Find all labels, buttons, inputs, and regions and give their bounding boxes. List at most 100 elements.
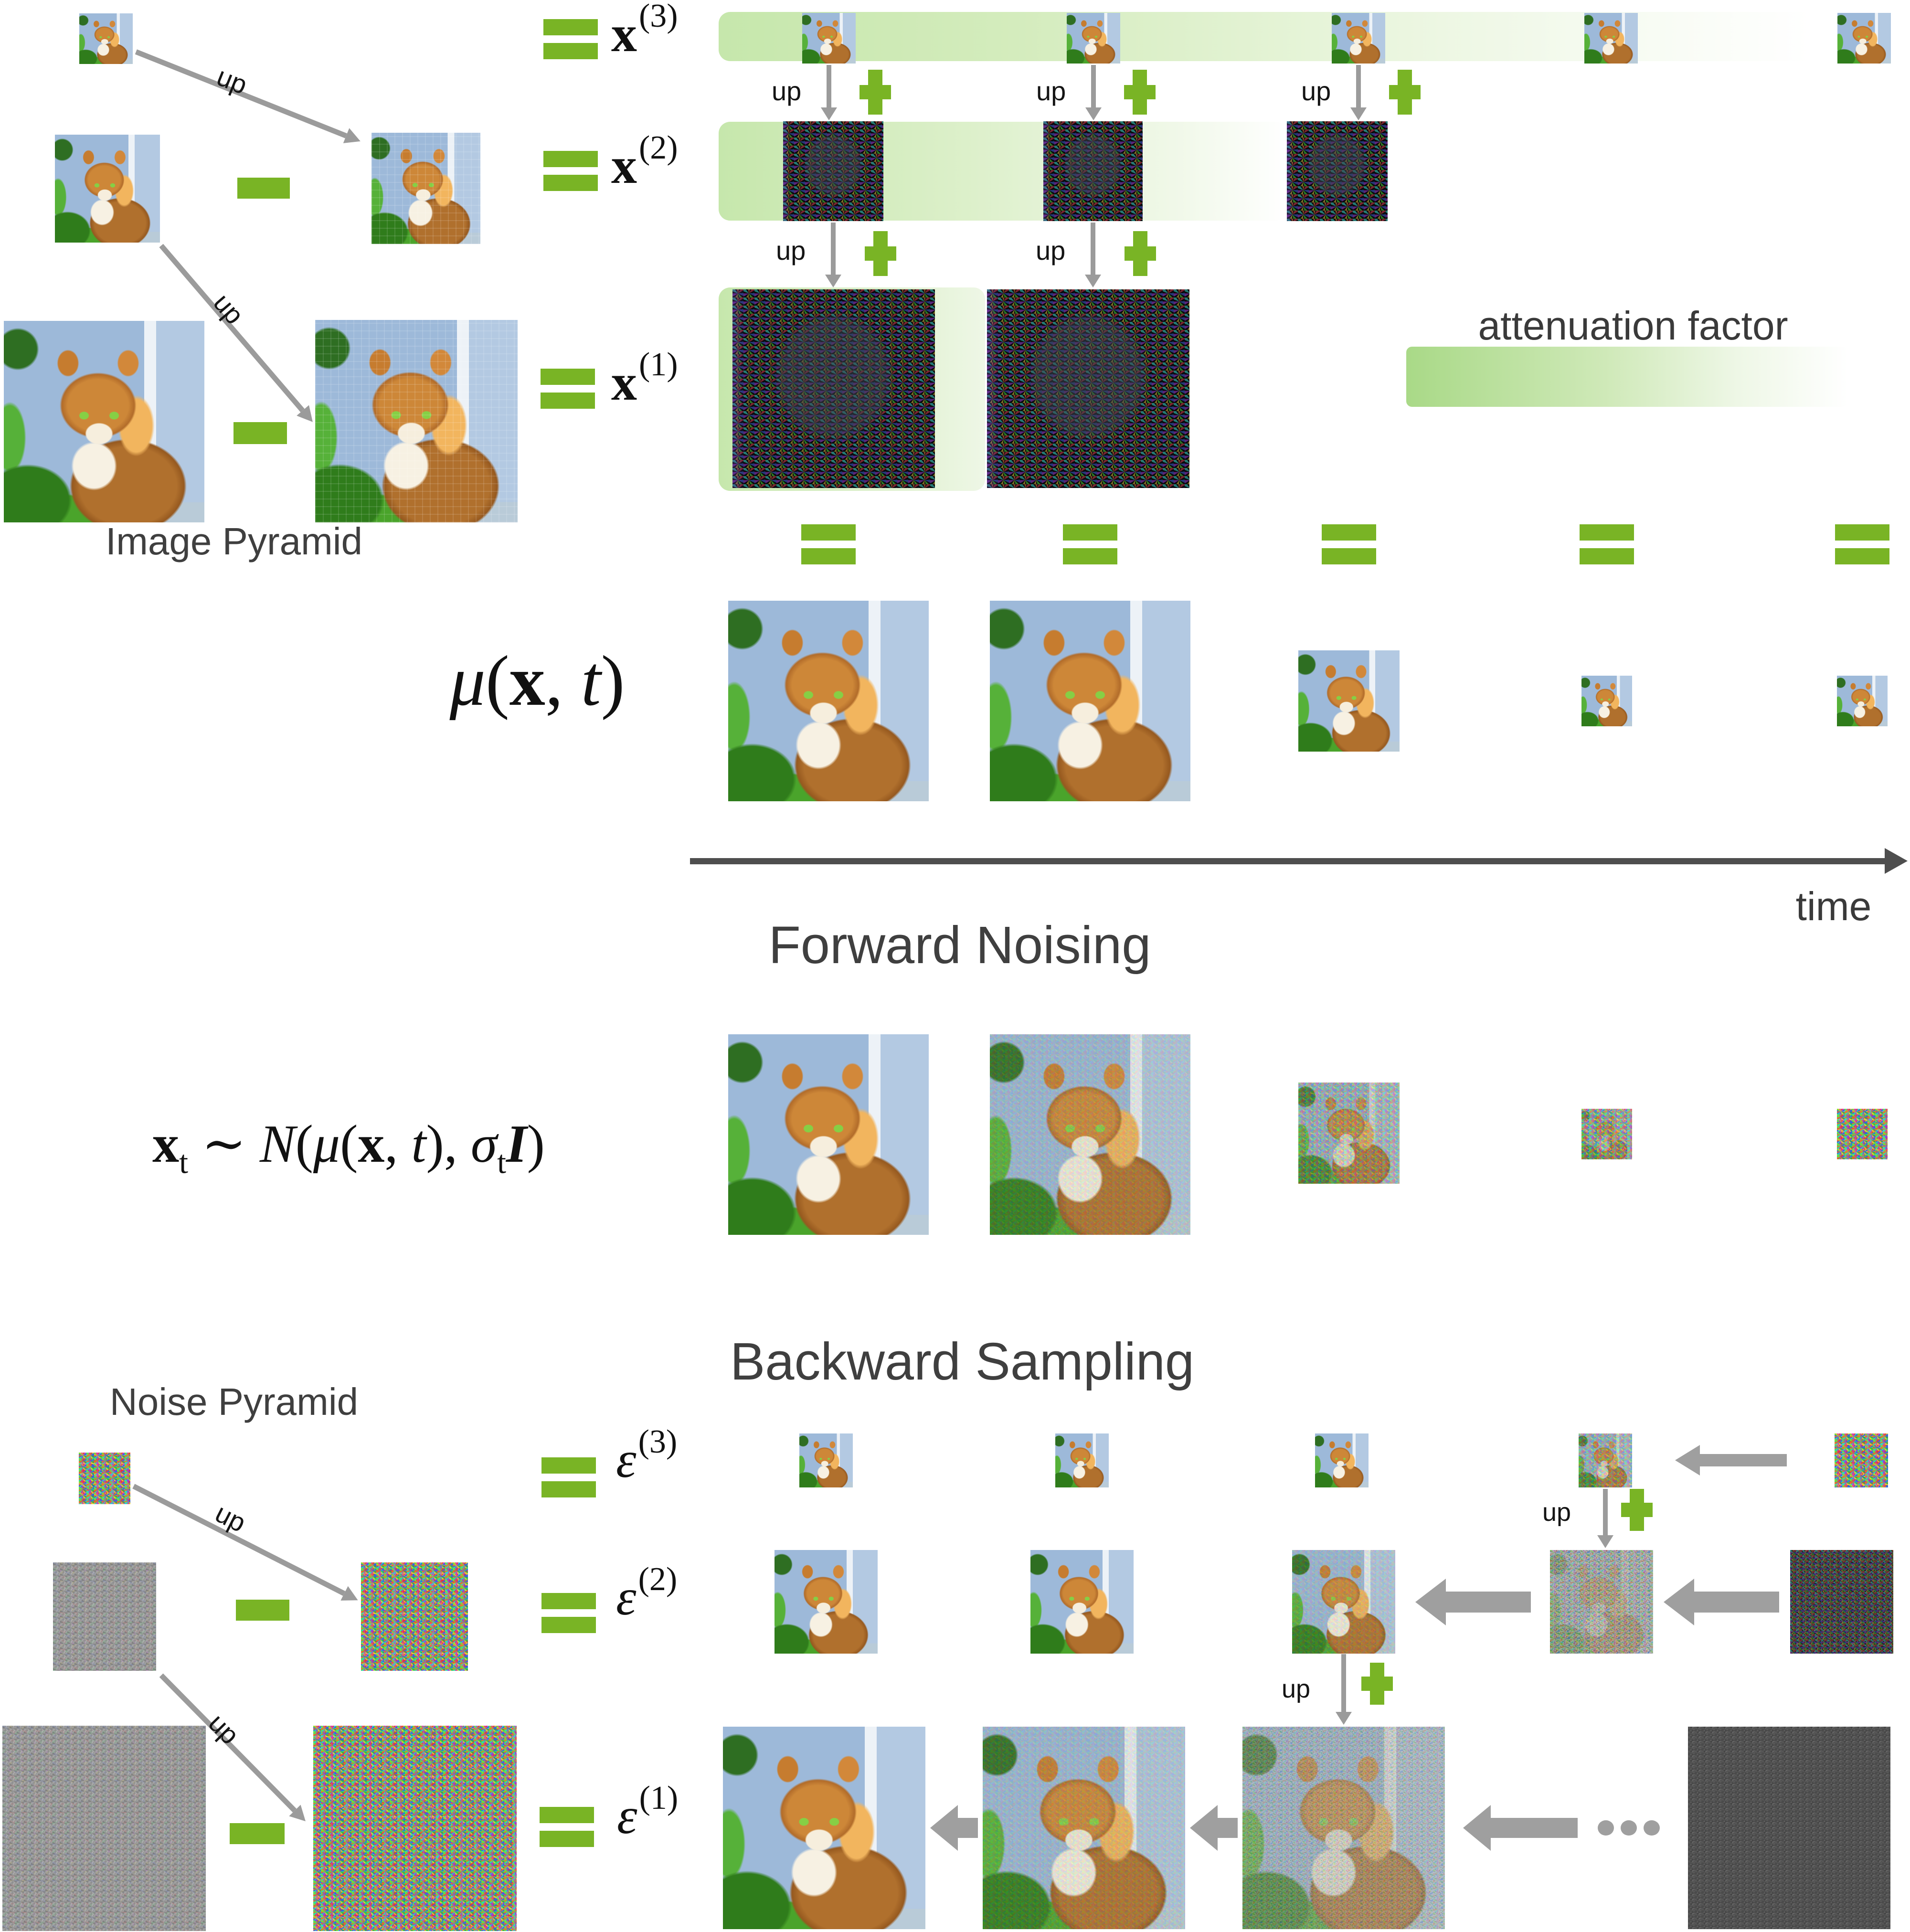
forward-image-t3 bbox=[1298, 1083, 1400, 1184]
pyramid-image-level1-upsampled bbox=[315, 320, 518, 522]
plus-icon bbox=[1382, 70, 1427, 115]
up-label: up bbox=[772, 76, 802, 106]
pyramid-image-level3 bbox=[79, 13, 133, 64]
up-label: up bbox=[211, 1497, 251, 1538]
plus-icon bbox=[1117, 70, 1162, 115]
attenuation-factor-label: attenuation factor bbox=[1478, 303, 1788, 348]
equals-icon bbox=[1580, 524, 1634, 564]
left-arrow-icon bbox=[1675, 1445, 1787, 1476]
x3-band-image-1 bbox=[802, 13, 856, 64]
plus-icon bbox=[853, 70, 898, 115]
left-arrow-icon bbox=[1664, 1579, 1779, 1625]
x1-residual-image-1 bbox=[732, 289, 935, 488]
equals-icon bbox=[543, 151, 598, 191]
equals-icon bbox=[1322, 524, 1376, 564]
up-label: up bbox=[1301, 76, 1331, 106]
eps3-label: ε(3) bbox=[616, 1423, 678, 1488]
minus-icon bbox=[237, 178, 290, 199]
mu-image-t1 bbox=[728, 601, 929, 801]
minus-icon bbox=[233, 422, 287, 444]
eps2-image-1 bbox=[775, 1550, 878, 1654]
up-label: up bbox=[202, 1708, 245, 1750]
noise-pyramid-level1-upsampled bbox=[313, 1726, 517, 1931]
time-label: time bbox=[1795, 884, 1872, 929]
mu-image-t5 bbox=[1837, 676, 1888, 726]
plus-icon bbox=[858, 231, 903, 276]
eps1-image-3 bbox=[1242, 1727, 1445, 1929]
x1-label: x(1) bbox=[611, 346, 678, 411]
equals-icon bbox=[1835, 524, 1889, 564]
up-label: up bbox=[776, 235, 806, 265]
up-label: up bbox=[1542, 1498, 1571, 1527]
up-label: up bbox=[207, 287, 250, 330]
image-pyramid-label: Image Pyramid bbox=[106, 520, 362, 563]
equals-icon bbox=[1063, 524, 1117, 564]
forward-image-t4 bbox=[1581, 1109, 1632, 1159]
forward-image-t1 bbox=[728, 1034, 929, 1235]
minus-icon bbox=[236, 1600, 289, 1621]
noise-pyramid-level2-upsampled bbox=[361, 1562, 468, 1671]
down-arrow-icon bbox=[825, 223, 841, 287]
x2-residual-image-1 bbox=[783, 121, 883, 221]
eps3-image-3 bbox=[1315, 1433, 1369, 1487]
equals-icon bbox=[541, 1457, 596, 1497]
down-arrow-icon bbox=[1085, 223, 1101, 287]
pyramid-image-level2 bbox=[55, 135, 160, 243]
down-arrow-icon bbox=[1350, 65, 1367, 120]
eps1-label: ε(1) bbox=[617, 1780, 679, 1845]
eps1-image-1 bbox=[723, 1727, 925, 1929]
x3-band-image-5 bbox=[1837, 13, 1891, 64]
up-label: up bbox=[1036, 235, 1066, 265]
left-arrow-icon bbox=[1415, 1579, 1531, 1625]
left-arrow-icon bbox=[1463, 1805, 1578, 1851]
eps3-noise-image bbox=[1835, 1433, 1888, 1487]
upsample-arrow-icon bbox=[132, 1484, 362, 1608]
left-arrow-icon bbox=[1190, 1805, 1238, 1851]
down-arrow-icon bbox=[1336, 1654, 1352, 1725]
backward-sampling-title: Backward Sampling bbox=[730, 1332, 1195, 1391]
eps1-image-2 bbox=[983, 1727, 1185, 1929]
mu-label: μ(x, t) bbox=[449, 641, 625, 721]
eps2-intermediate-image bbox=[1550, 1550, 1653, 1654]
mu-image-t2 bbox=[990, 601, 1190, 801]
forward-image-t5 bbox=[1837, 1109, 1888, 1159]
noise-pyramid-level3 bbox=[79, 1453, 130, 1504]
x2-label: x(2) bbox=[611, 129, 678, 194]
down-arrow-icon bbox=[821, 65, 837, 120]
equals-icon bbox=[541, 1593, 596, 1633]
eps2-noise-image bbox=[1790, 1550, 1893, 1654]
x1-residual-image-2 bbox=[987, 289, 1189, 488]
eps3-image-2 bbox=[1055, 1433, 1109, 1487]
eps3-image-1 bbox=[799, 1433, 853, 1487]
up-label: up bbox=[1282, 1675, 1311, 1703]
x3-band-image-3 bbox=[1332, 13, 1385, 64]
equals-icon bbox=[543, 19, 598, 59]
eps2-label: ε(2) bbox=[616, 1561, 678, 1626]
x3-band-image-4 bbox=[1584, 13, 1638, 64]
eps1-noise-square bbox=[1688, 1727, 1890, 1929]
plus-icon bbox=[1356, 1663, 1398, 1705]
equals-icon bbox=[801, 524, 856, 564]
pyramid-image-level2-upsampled bbox=[371, 133, 480, 244]
forward-formula: xt ∼ N(μ(x, t), σtI) bbox=[152, 1115, 545, 1180]
mu-image-t4 bbox=[1581, 676, 1632, 726]
x3-label: x(3) bbox=[611, 0, 678, 63]
x2-residual-image-3 bbox=[1287, 121, 1388, 221]
down-arrow-icon bbox=[1085, 65, 1102, 120]
time-axis-arrow bbox=[690, 848, 1908, 874]
noise-pyramid-level1 bbox=[2, 1726, 206, 1931]
eps2-image-2 bbox=[1030, 1550, 1134, 1654]
equals-icon bbox=[540, 1807, 594, 1847]
eps3-image-4 bbox=[1579, 1433, 1632, 1487]
noise-pyramid-label: Noise Pyramid bbox=[109, 1380, 359, 1423]
pyramid-image-level1 bbox=[4, 321, 204, 522]
minus-icon bbox=[230, 1823, 285, 1844]
left-arrow-icon bbox=[930, 1805, 978, 1851]
attenuation-factor-bar bbox=[1406, 347, 1848, 407]
forward-noising-title: Forward Noising bbox=[768, 916, 1151, 975]
noise-pyramid-level2 bbox=[53, 1562, 156, 1671]
plus-icon bbox=[1118, 231, 1163, 276]
ellipsis-icon bbox=[1598, 1820, 1660, 1836]
plus-icon bbox=[1616, 1489, 1658, 1531]
